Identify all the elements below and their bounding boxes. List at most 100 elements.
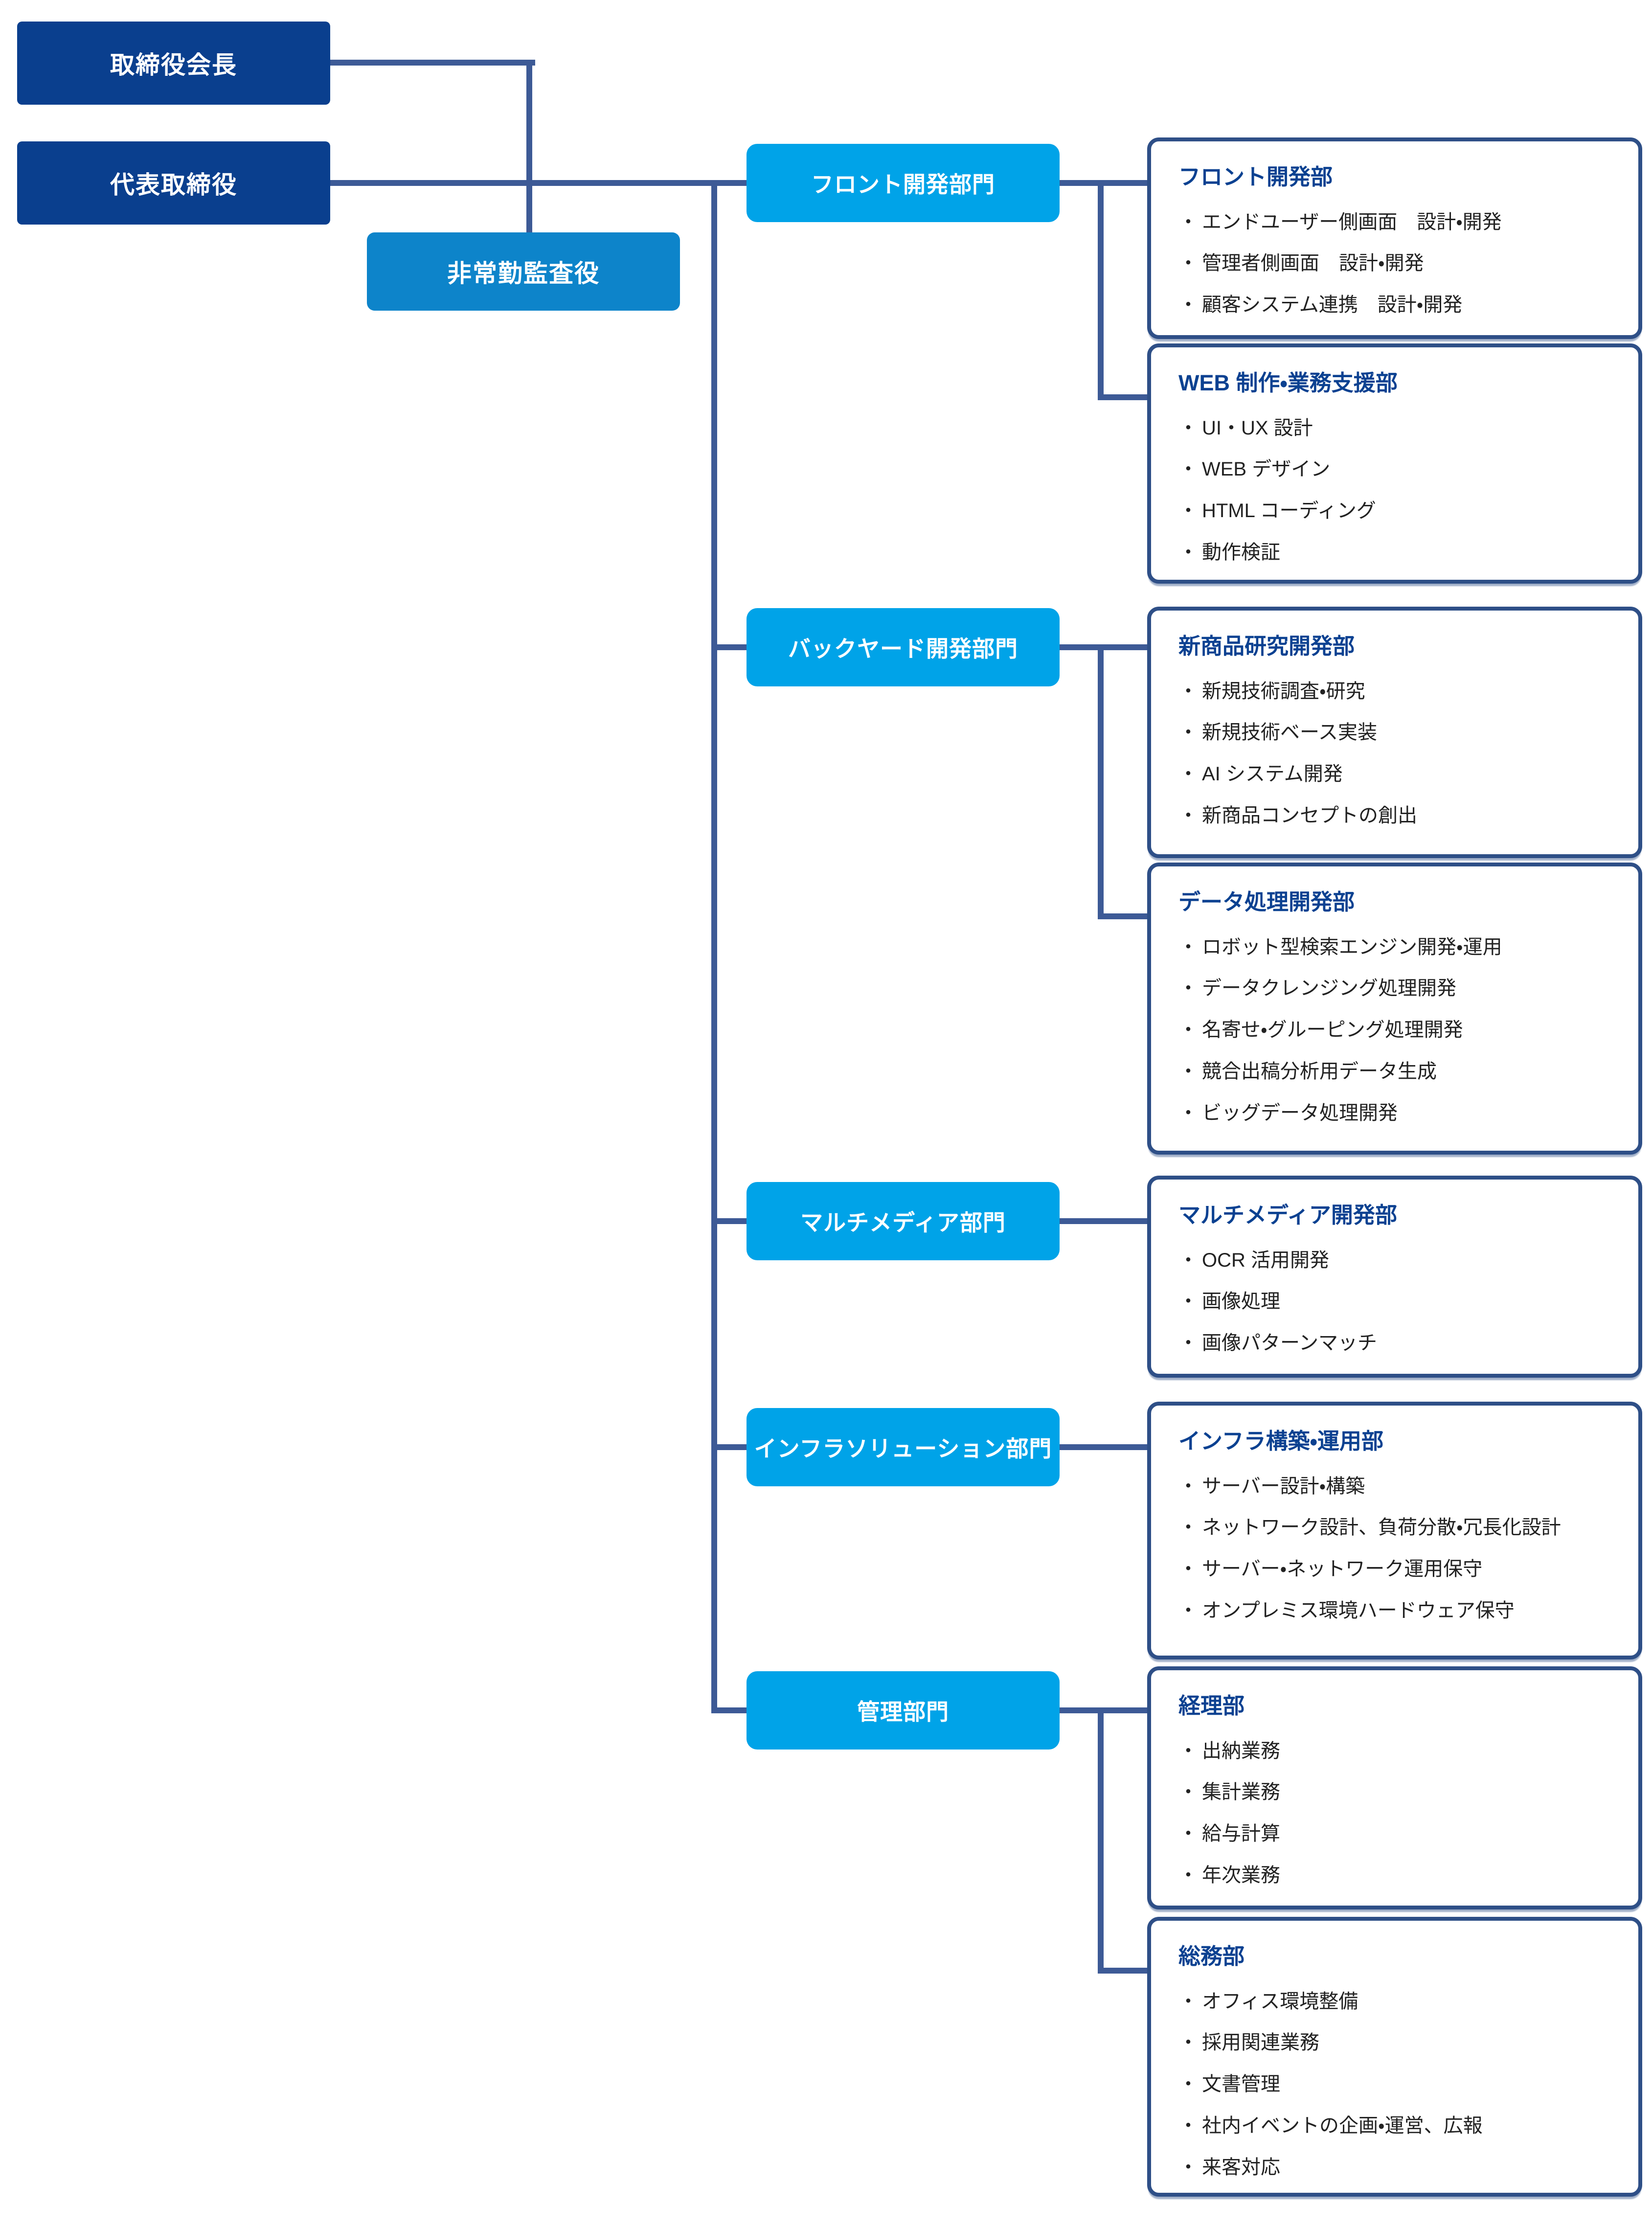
- bullet-glyph: ・: [1178, 680, 1198, 702]
- bullet-glyph: ・: [1178, 1019, 1198, 1041]
- bullet-glyph: ・: [1178, 1558, 1198, 1580]
- division-label: マルチメディア部門: [800, 1210, 1006, 1235]
- department-card-multimedia-dev: マルチメディア開発部 ・OCR 活用開発 ・画像処理 ・画像パターンマッチ: [1147, 1176, 1642, 1378]
- duty-item: ・給与計算: [1178, 1813, 1611, 1855]
- bullet-glyph: ・: [1178, 1291, 1198, 1313]
- connector-stub-kanri: [711, 1707, 747, 1713]
- duty-text: エンドユーザー側画面 設計・開発: [1202, 211, 1502, 233]
- bullet-glyph: ・: [1178, 1781, 1198, 1803]
- duty-text: 給与計算: [1202, 1823, 1280, 1845]
- duty-text: 年次業務: [1202, 1864, 1280, 1886]
- department-title: マルチメディア開発部: [1178, 1203, 1397, 1227]
- bullet-glyph: ・: [1178, 294, 1198, 316]
- department-card-new-product-rd: 新商品研究開発部 ・新規技術調査・研究 ・新規技術ベース実装 ・AI システム開…: [1147, 607, 1642, 858]
- duty-item: ・画像処理: [1178, 1281, 1611, 1322]
- connector-president-horizontal: [330, 180, 747, 186]
- duty-text: サーバー・ネットワーク運用保守: [1202, 1558, 1483, 1580]
- department-card-infra-build-ops: インフラ構築・運用部 ・サーバー設計・構築 ・ネットワーク設計、負荷分散・冗長化…: [1147, 1402, 1642, 1659]
- connector-front-branch-elbow: [1098, 394, 1147, 400]
- bullet-glyph: ・: [1178, 936, 1198, 958]
- duty-list: ・UI・UX 設計 ・WEB デザイン ・HTML コーディング ・動作検証: [1178, 408, 1611, 573]
- duty-item: ・WEB デザイン: [1178, 449, 1611, 490]
- bullet-glyph: ・: [1178, 2032, 1198, 2054]
- division-box-multimedia: マルチメディア部門: [747, 1182, 1060, 1260]
- duty-item: ・名寄せ・グルーピング処理開発: [1178, 1009, 1611, 1051]
- connector-stub-infra: [711, 1444, 747, 1450]
- duty-item: ・集計業務: [1178, 1772, 1611, 1813]
- duty-item: ・新規技術調査・研究: [1178, 671, 1611, 712]
- duty-item: ・新規技術ベース実装: [1178, 712, 1611, 753]
- duty-text: 出納業務: [1202, 1740, 1280, 1762]
- division-label: インフラソリューション部門: [754, 1436, 1052, 1461]
- department-card-general-affairs: 総務部 ・オフィス環境整備 ・採用関連業務 ・文書管理 ・社内イベントの企画・運…: [1147, 1917, 1642, 2197]
- bullet-glyph: ・: [1178, 1990, 1198, 2012]
- duty-text: 管理者側画面 設計・開発: [1202, 252, 1424, 274]
- duty-text: 新規技術ベース実装: [1202, 722, 1377, 744]
- duty-list: ・エンドユーザー側画面 設計・開発 ・管理者側画面 設計・開発 ・顧客システム連…: [1178, 202, 1611, 326]
- duty-text: UI・UX 設計: [1202, 417, 1313, 439]
- duty-item: ・年次業務: [1178, 1855, 1611, 1896]
- exec-label: 非常勤監査役: [447, 260, 600, 287]
- bullet-glyph: ・: [1178, 1740, 1198, 1762]
- division-box-kanri: 管理部門: [747, 1671, 1060, 1750]
- bullet-glyph: ・: [1178, 252, 1198, 274]
- duty-item: ・サーバー・ネットワーク運用保守: [1178, 1548, 1611, 1590]
- duty-text: サーバー設計・構築: [1202, 1475, 1365, 1497]
- connector-front-branch-vertical: [1098, 180, 1104, 400]
- connector-chairman-auditor-vertical: [526, 60, 532, 232]
- exec-box-auditor: 非常勤監査役: [367, 232, 680, 311]
- duty-text: 画像パターンマッチ: [1202, 1332, 1377, 1354]
- duty-text: 集計業務: [1202, 1781, 1280, 1803]
- duty-text: ロボット型検索エンジン開発・運用: [1202, 936, 1502, 958]
- bullet-glyph: ・: [1178, 2073, 1198, 2095]
- exec-box-chairman: 取締役会長: [17, 22, 330, 105]
- duty-item: ・出納業務: [1178, 1730, 1611, 1772]
- duty-text: 新商品コンセプトの創出: [1202, 804, 1417, 826]
- duty-item: ・オフィス環境整備: [1178, 1981, 1611, 2022]
- department-title: フロント開発部: [1178, 164, 1333, 189]
- duty-list: ・新規技術調査・研究 ・新規技術ベース実装 ・AI システム開発 ・新商品コンセ…: [1178, 671, 1611, 837]
- duty-list: ・オフィス環境整備 ・採用関連業務 ・文書管理 ・社内イベントの企画・運営、広報…: [1178, 1981, 1611, 2188]
- division-label: フロント開発部門: [811, 172, 995, 197]
- bullet-glyph: ・: [1178, 417, 1198, 439]
- duty-text: 文書管理: [1202, 2073, 1280, 2095]
- bullet-glyph: ・: [1178, 2114, 1198, 2136]
- bullet-glyph: ・: [1178, 977, 1198, 1000]
- duty-item: ・画像パターンマッチ: [1178, 1322, 1611, 1364]
- duty-text: 競合出稿分析用データ生成: [1202, 1060, 1437, 1082]
- department-title: データ処理開発部: [1178, 889, 1355, 914]
- duty-item: ・ネットワーク設計、負荷分散・冗長化設計: [1178, 1507, 1611, 1548]
- duty-item: ・新商品コンセプトの創出: [1178, 795, 1611, 837]
- connector-main-trunk-vertical: [711, 180, 717, 1713]
- duty-item: ・動作検証: [1178, 532, 1611, 573]
- duty-item: ・ロボット型検索エンジン開発・運用: [1178, 927, 1611, 968]
- connector-stub-multimedia: [711, 1218, 747, 1224]
- bullet-glyph: ・: [1178, 1475, 1198, 1497]
- duty-item: ・社内イベントの企画・運営、広報: [1178, 2105, 1611, 2147]
- bullet-glyph: ・: [1178, 500, 1198, 522]
- duty-item: ・オンプレミス環境ハードウェア保守: [1178, 1590, 1611, 1632]
- duty-text: 採用関連業務: [1202, 2032, 1319, 2054]
- bullet-glyph: ・: [1178, 1102, 1198, 1124]
- connector-kanri-branch-vertical: [1098, 1707, 1104, 1974]
- duty-list: ・出納業務 ・集計業務 ・給与計算 ・年次業務: [1178, 1730, 1611, 1896]
- bullet-glyph: ・: [1178, 2156, 1198, 2178]
- duty-item: ・UI・UX 設計: [1178, 408, 1611, 449]
- bullet-glyph: ・: [1178, 211, 1198, 233]
- exec-label: 取締役会長: [110, 51, 237, 79]
- bullet-glyph: ・: [1178, 1249, 1198, 1271]
- duty-text: ビッグデータ処理開発: [1202, 1102, 1398, 1124]
- duty-item: ・採用関連業務: [1178, 2022, 1611, 2064]
- duty-item: ・文書管理: [1178, 2064, 1611, 2105]
- duty-item: ・ビッグデータ処理開発: [1178, 1092, 1611, 1134]
- connector-stub-backyard: [711, 644, 747, 650]
- bullet-glyph: ・: [1178, 1332, 1198, 1354]
- duty-text: OCR 活用開発: [1202, 1249, 1329, 1271]
- duty-list: ・OCR 活用開発 ・画像処理 ・画像パターンマッチ: [1178, 1240, 1611, 1364]
- duty-item: ・顧客システム連携 設計・開発: [1178, 284, 1611, 326]
- connector-backyard-branch-elbow: [1098, 913, 1147, 919]
- duty-text: HTML コーディング: [1202, 500, 1376, 522]
- department-title: WEB 制作・業務支援部: [1178, 370, 1398, 395]
- connector-multimedia-to-card: [1060, 1218, 1147, 1224]
